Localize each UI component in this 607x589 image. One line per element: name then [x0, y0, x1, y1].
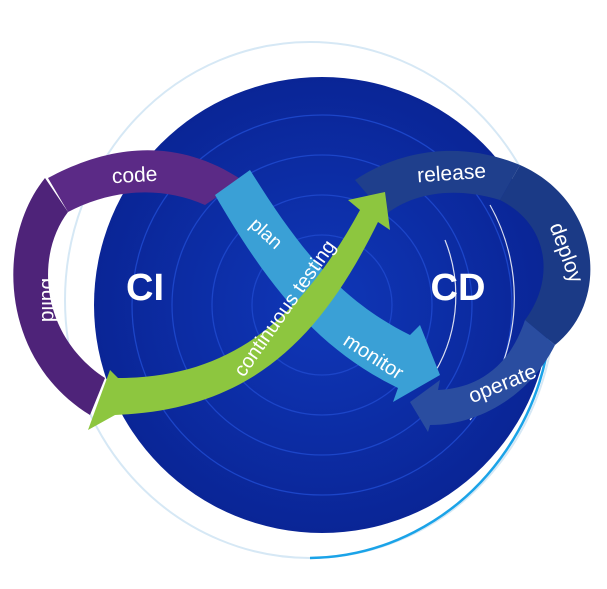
operate-segment [410, 320, 555, 432]
deploy-segment [500, 165, 591, 345]
code-segment [48, 150, 242, 212]
build-label: build [37, 278, 60, 322]
ci-label: CI [126, 267, 164, 309]
concentric-rings [131, 114, 513, 496]
code-label: code [111, 163, 158, 188]
build-segment [13, 178, 105, 415]
release-label: release [416, 160, 486, 188]
continuous-testing-arrow [88, 192, 390, 430]
cd-label: CD [431, 267, 486, 309]
release-segment [355, 150, 520, 215]
